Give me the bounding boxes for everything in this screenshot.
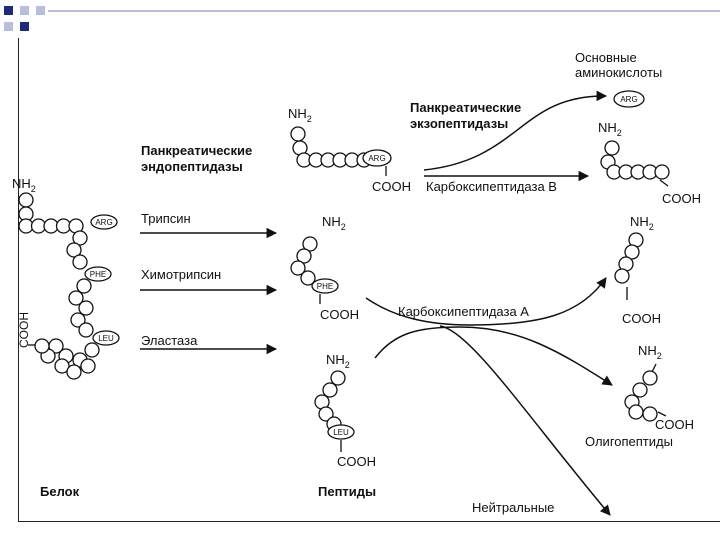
endopeptidase-label-l1: Панкреатические	[141, 143, 252, 158]
chymotrypsin-label: Химотрипсин	[141, 267, 221, 282]
decor-square-light	[20, 6, 29, 15]
exopeptidase-label-l1: Панкреатические	[410, 100, 521, 115]
protein-bead	[18, 192, 34, 208]
cooh-label-oligo: COOH	[655, 417, 694, 432]
trypsin-peptide-bead	[296, 248, 312, 264]
leu-tag-peptide	[327, 424, 355, 440]
protein-bead	[78, 300, 94, 316]
nh2-label-endo: NH2	[288, 106, 312, 124]
decor-bar	[48, 10, 720, 12]
amino-acid-chains	[18, 126, 670, 432]
arg-tag-free	[613, 90, 645, 108]
carboxy-b-bead	[604, 140, 620, 156]
arg-tag-endo	[362, 149, 392, 167]
neutral-label: Нейтральные	[472, 500, 554, 515]
cooh-label-carboxy-b: COOH	[662, 191, 701, 206]
carboxy-b-bead	[654, 164, 670, 180]
nh2-label-elastase: NH2	[326, 352, 350, 370]
protein-bead	[72, 254, 88, 270]
arg-tag-protein	[90, 214, 118, 230]
protein-label: Белок	[40, 484, 80, 499]
nh2-label-protein: NH2	[12, 176, 36, 194]
protein-bead	[70, 312, 86, 328]
protein-bead	[66, 364, 82, 380]
endopeptidase-label-l2: эндопептидазы	[141, 159, 243, 174]
elastase-peptide-bead	[318, 406, 334, 422]
carboxy-a-curve-bottom	[439, 325, 611, 516]
protein-bead	[80, 358, 96, 374]
decor-square-dark	[20, 22, 29, 31]
trypsin-peptide-bead	[302, 236, 318, 252]
oligopeptide-bead	[628, 404, 644, 420]
elastase-peptide-bead	[322, 382, 338, 398]
trypsin-label: Трипсин	[141, 211, 191, 226]
leu-text-peptide: LEU	[333, 428, 349, 437]
trypsin-peptide-bead	[290, 260, 306, 276]
terminal-ticks	[28, 166, 669, 452]
carboxypeptidase-b-label: Карбоксипептидаза В	[426, 179, 557, 194]
nh2-label-carboxy-a: NH2	[630, 214, 654, 232]
diagram-frame	[18, 38, 720, 522]
oligopeptide-bead	[642, 370, 658, 386]
carboxypeptidase-a-label: Карбоксипептидаза А	[398, 304, 529, 319]
arg-text-protein: ARG	[95, 218, 112, 227]
cooh-label-peptide: COOH	[337, 454, 376, 469]
oligopeptides-label: Олигопептиды	[585, 434, 673, 449]
nh2-label-carboxy-b: NH2	[598, 120, 622, 138]
residue-tags	[84, 90, 645, 440]
carboxy-a-curve-mid	[374, 326, 613, 386]
reaction-arrows	[140, 90, 613, 516]
protein-bead	[34, 338, 50, 354]
cooh-label-carboxy-a: COOH	[622, 311, 661, 326]
phe-tag-protein	[84, 266, 112, 282]
protein-bead	[54, 358, 70, 374]
carboxy-a-bead	[614, 268, 630, 284]
decor-square-dark	[4, 6, 13, 15]
phe-tag-peptide	[311, 278, 339, 294]
exopeptidase-curve	[423, 90, 608, 171]
oligopeptide-bead	[642, 406, 658, 422]
nh2-label-trypsin: NH2	[322, 214, 346, 232]
basic-amino-label-l2: аминокислоты	[575, 65, 662, 80]
cooh-label-endo: COOH	[372, 179, 411, 194]
protein-bead	[68, 290, 84, 306]
carboxy-a-bead	[624, 244, 640, 260]
protein-bead	[72, 230, 88, 246]
protein-bead	[84, 342, 100, 358]
cooh-label-protein-vertical: COOH	[17, 312, 31, 348]
elastase-label: Эластаза	[141, 333, 198, 348]
exopeptidase-label-l2: экзопептидазы	[410, 116, 508, 131]
phe-text-protein: PHE	[90, 270, 106, 279]
arg-text-endo: ARG	[368, 154, 385, 163]
decor-square-light	[36, 6, 45, 15]
trypsin-peptide-bead	[300, 270, 316, 286]
nh2-label-oligo: NH2	[638, 343, 662, 361]
endo-peptide-bead	[290, 126, 306, 142]
protein-bead	[66, 242, 82, 258]
elastase-peptide-bead	[330, 370, 346, 386]
carboxy-a-curve-top	[365, 277, 607, 326]
basic-amino-label-l1: Основные	[575, 50, 637, 65]
arg-text-free: ARG	[620, 95, 637, 104]
oligopeptide-bead	[632, 382, 648, 398]
leu-tag-protein	[92, 330, 120, 346]
leu-text-protein: LEU	[98, 334, 114, 343]
peptides-label: Пептиды	[318, 484, 376, 499]
protein-bead	[76, 278, 92, 294]
text-labels: Основные аминокислоты Панкреатические эк…	[12, 50, 701, 515]
decor-square-light	[4, 22, 13, 31]
cooh-label-chymo: COOH	[320, 307, 359, 322]
phe-text-peptide: PHE	[317, 282, 333, 291]
protein-bead	[78, 322, 94, 338]
